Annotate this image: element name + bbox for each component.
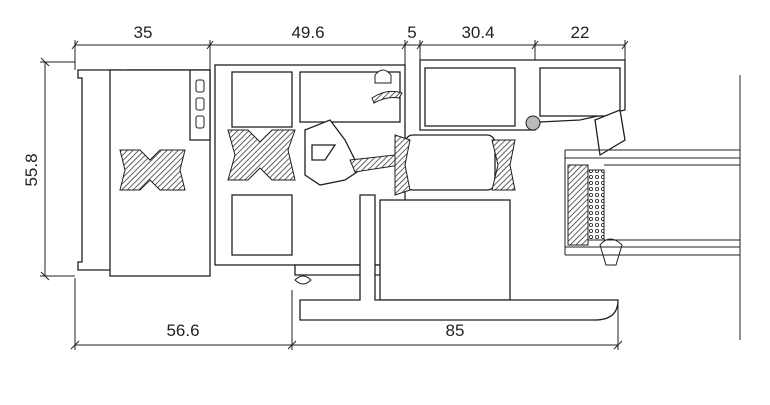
- dimension-label: 22: [571, 23, 590, 42]
- dimension-label: 55.8: [22, 153, 41, 186]
- glazing-unit: [564, 149, 740, 256]
- sash-profile: [214, 64, 406, 285]
- dimension-left: 55.8: [22, 57, 75, 281]
- outer-frame-profile: [77, 69, 211, 277]
- dimension-top: 35 49.6 5 30.4 22: [71, 23, 629, 70]
- dimension-label: 49.6: [291, 23, 324, 42]
- dimension-label: 85: [446, 321, 465, 340]
- dimension-label: 5: [407, 23, 416, 42]
- dimension-label: 56.6: [166, 321, 199, 340]
- dimension-label: 35: [134, 23, 153, 42]
- dimension-label: 30.4: [461, 23, 494, 42]
- dimension-bottom: 56.6 85: [70, 278, 623, 350]
- inner-frame-profile: [299, 59, 626, 321]
